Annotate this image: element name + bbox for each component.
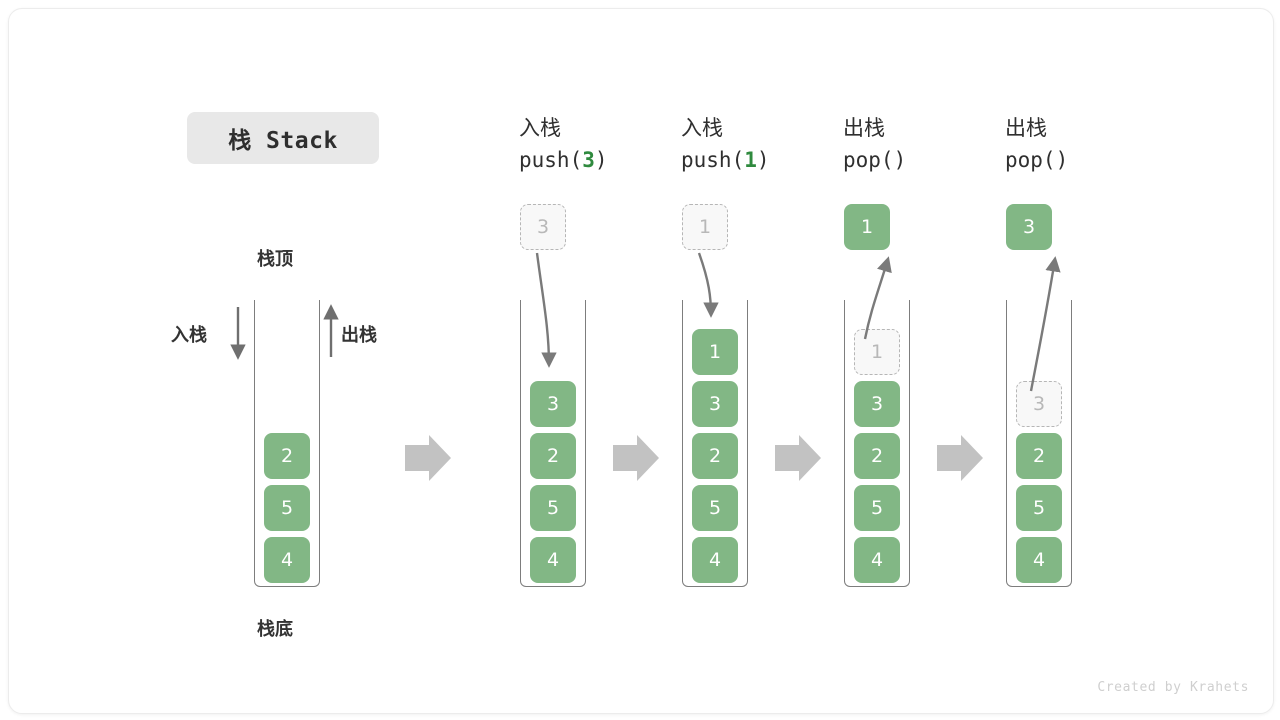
step-caption-pop-3: 出栈 pop() bbox=[1005, 113, 1185, 177]
stack-cell: 4 bbox=[854, 537, 900, 583]
stack-cell: 3 bbox=[854, 381, 900, 427]
stack-bottom-label: 栈底 bbox=[257, 619, 293, 640]
stack-cell: 2 bbox=[1016, 433, 1062, 479]
step-caption-cn: 入栈 bbox=[519, 116, 561, 140]
code-suffix: ) bbox=[1055, 147, 1069, 172]
vacated-slot-ghost: 1 bbox=[854, 329, 900, 375]
code-prefix: pop( bbox=[1005, 147, 1056, 172]
push-direction-label: 入栈 bbox=[171, 325, 207, 346]
code-prefix: pop( bbox=[843, 147, 894, 172]
step-caption-cn: 出栈 bbox=[843, 116, 885, 140]
stack-cell: 3 bbox=[692, 381, 738, 427]
stack-cell: 5 bbox=[692, 485, 738, 531]
code-prefix: push( bbox=[681, 147, 745, 172]
stack-cell: 4 bbox=[264, 537, 310, 583]
stack-cell: 4 bbox=[1016, 537, 1062, 583]
transition-arrow-icon bbox=[613, 435, 659, 481]
stack-container-initial bbox=[254, 300, 320, 587]
watermark: Created by Krahets bbox=[1097, 680, 1249, 695]
stack-cell: 5 bbox=[854, 485, 900, 531]
step-caption-pop-1: 出栈 pop() bbox=[843, 113, 1023, 177]
transition-arrow-icon bbox=[775, 435, 821, 481]
stack-cell: 3 bbox=[530, 381, 576, 427]
stack-cell: 1 bbox=[692, 329, 738, 375]
stack-container-push-3 bbox=[520, 300, 586, 587]
code-suffix: ) bbox=[893, 147, 907, 172]
stack-container-pop-1 bbox=[844, 300, 910, 587]
code-suffix: ) bbox=[594, 147, 608, 172]
vacated-slot-ghost: 3 bbox=[1016, 381, 1062, 427]
incoming-element-ghost: 1 bbox=[682, 204, 728, 250]
step-caption-code: pop() bbox=[843, 145, 1023, 177]
step-caption-code: pop() bbox=[1005, 145, 1185, 177]
step-caption-code: push(3) bbox=[519, 145, 699, 177]
stack-cell: 5 bbox=[264, 485, 310, 531]
incoming-element-ghost: 3 bbox=[520, 204, 566, 250]
stack-cell: 2 bbox=[264, 433, 310, 479]
stack-container-push-1 bbox=[682, 300, 748, 587]
code-suffix: ) bbox=[756, 147, 770, 172]
stack-top-label: 栈顶 bbox=[257, 249, 293, 270]
transition-arrow-icon bbox=[405, 435, 451, 481]
popped-element: 1 bbox=[844, 204, 890, 250]
stack-cell: 2 bbox=[692, 433, 738, 479]
pop-direction-label: 出栈 bbox=[341, 325, 377, 346]
stack-cell: 2 bbox=[530, 433, 576, 479]
step-caption-cn: 出栈 bbox=[1005, 116, 1047, 140]
stack-cell: 4 bbox=[692, 537, 738, 583]
code-prefix: push( bbox=[519, 147, 583, 172]
stack-container-pop-3 bbox=[1006, 300, 1072, 587]
code-argument: 1 bbox=[744, 147, 757, 172]
step-caption-cn: 入栈 bbox=[681, 116, 723, 140]
stack-cell: 5 bbox=[1016, 485, 1062, 531]
stack-cell: 2 bbox=[854, 433, 900, 479]
popped-element: 3 bbox=[1006, 204, 1052, 250]
diagram-stage: 栈 Stack 栈顶 栈底 入栈 出栈 入栈 push(3) 入栈 push(1… bbox=[9, 9, 1273, 713]
transition-arrow-icon bbox=[937, 435, 983, 481]
stack-cell: 4 bbox=[530, 537, 576, 583]
step-caption-push-1: 入栈 push(1) bbox=[681, 113, 861, 177]
step-caption-code: push(1) bbox=[681, 145, 861, 177]
figure-title: 栈 Stack bbox=[187, 112, 379, 164]
step-caption-push-3: 入栈 push(3) bbox=[519, 113, 699, 177]
figure-card: 栈 Stack 栈顶 栈底 入栈 出栈 入栈 push(3) 入栈 push(1… bbox=[8, 8, 1274, 714]
code-argument: 3 bbox=[582, 147, 595, 172]
stack-cell: 5 bbox=[530, 485, 576, 531]
